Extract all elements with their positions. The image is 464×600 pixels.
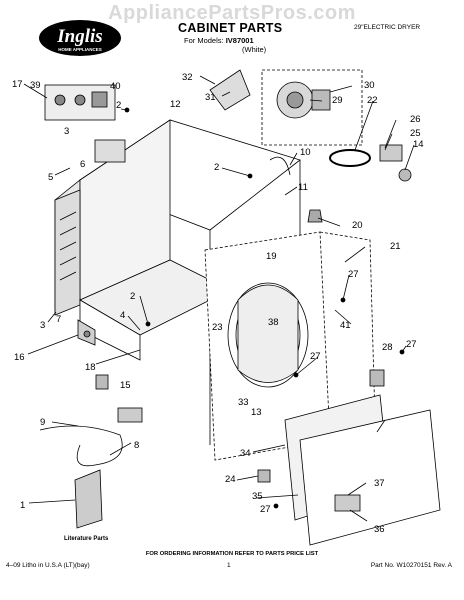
- foot-20: [307, 209, 323, 223]
- callout-8: 8: [134, 440, 139, 451]
- callout-10: 10: [300, 147, 311, 158]
- brand-subtitle: HOME APPLIANCES: [58, 47, 102, 52]
- callout-40: 40: [110, 81, 121, 92]
- callout-24: 24: [225, 474, 236, 485]
- clip-15: [95, 374, 109, 390]
- callout-labels: 1 2 2 2 3 3 4 5 6 7 8 9 10 11 12 13 14 1…: [12, 72, 424, 542]
- callout-17: 17: [12, 79, 23, 90]
- callout-6: 6: [80, 159, 85, 170]
- callout-27a: 27: [348, 269, 359, 280]
- watermark-text: AppliancePartsPros.com: [108, 2, 356, 24]
- callout-27b: 27: [310, 351, 321, 362]
- callout-26: 26: [410, 114, 421, 125]
- callout-22: 22: [367, 95, 378, 106]
- model-info: For Models: IV87001 (White): [184, 36, 266, 54]
- callout-3b: 3: [40, 320, 45, 331]
- callout-38: 38: [268, 317, 279, 328]
- callout-39: 39: [30, 80, 41, 91]
- brand-name: Inglis: [56, 26, 102, 47]
- callout-2c: 2: [130, 291, 135, 302]
- callout-3a: 3: [64, 126, 69, 137]
- callout-33: 33: [238, 397, 249, 408]
- wire-harness-10: [269, 156, 291, 176]
- model-number: IV87001: [225, 36, 254, 45]
- callout-32: 32: [182, 72, 193, 83]
- callout-41: 41: [340, 320, 351, 331]
- callout-18: 18: [85, 362, 96, 373]
- callout-14: 14: [413, 139, 424, 150]
- part-number: Part No. W10270151 Rev. A: [370, 562, 452, 569]
- callout-12: 12: [170, 99, 181, 110]
- latch-24: [257, 469, 271, 483]
- callout-16: 16: [14, 352, 25, 363]
- callout-2b: 2: [214, 162, 219, 173]
- callout-20: 20: [352, 220, 363, 231]
- doc-type: 29"ELECTRIC DRYER: [354, 24, 421, 31]
- callout-4: 4: [120, 310, 125, 321]
- power-cord: [39, 425, 123, 467]
- page-title: CABINET PARTS: [178, 21, 283, 35]
- cabinet-front-left: [79, 299, 141, 361]
- callout-11: 11: [298, 182, 308, 193]
- callout-35: 35: [252, 491, 263, 502]
- drive-belt: [329, 149, 371, 167]
- callout-21: 21: [390, 241, 401, 252]
- literature-label: Literature Parts: [64, 536, 109, 542]
- callout-7: 7: [56, 314, 61, 325]
- ordering-notice: FOR ORDERING INFORMATION REFER TO PARTS …: [145, 551, 319, 557]
- callout-27c: 27: [406, 339, 417, 350]
- callout-27d: 27: [260, 504, 271, 515]
- inglis-logo: Inglis HOME APPLIANCES: [39, 20, 121, 56]
- callout-15: 15: [120, 380, 131, 391]
- cabinet-side-panel: [54, 189, 81, 316]
- callout-28: 28: [382, 342, 393, 353]
- motor-assembly-frame: [261, 69, 363, 146]
- callout-9: 9: [40, 417, 45, 428]
- callout-19: 19: [266, 251, 277, 262]
- model-variant: (White): [242, 45, 267, 54]
- models-label: For Models:: [184, 36, 224, 45]
- door-handle: [334, 494, 361, 512]
- callout-2a: 2: [116, 100, 121, 111]
- callout-34: 34: [240, 448, 251, 459]
- hinge-28: [369, 369, 385, 387]
- callout-36: 36: [374, 524, 385, 535]
- callout-29: 29: [332, 95, 343, 106]
- callout-5: 5: [48, 172, 53, 183]
- terminal-block: [94, 139, 126, 163]
- callout-31: 31: [205, 92, 216, 103]
- callout-30: 30: [364, 80, 375, 91]
- callout-1: 1: [20, 500, 25, 511]
- console-bracket: [209, 69, 251, 111]
- door-seal: [237, 284, 299, 383]
- page-number: 1: [227, 562, 231, 569]
- callout-23: 23: [212, 322, 223, 333]
- literature-booklet: [74, 469, 103, 529]
- callout-25: 25: [410, 128, 421, 139]
- litho-text: 4–09 Litho in U.S.A (LT)(bay): [6, 562, 90, 569]
- bracket-25: [379, 144, 403, 162]
- knob-14: [398, 168, 412, 182]
- callout-37: 37: [374, 478, 385, 489]
- callout-13: 13: [251, 407, 262, 418]
